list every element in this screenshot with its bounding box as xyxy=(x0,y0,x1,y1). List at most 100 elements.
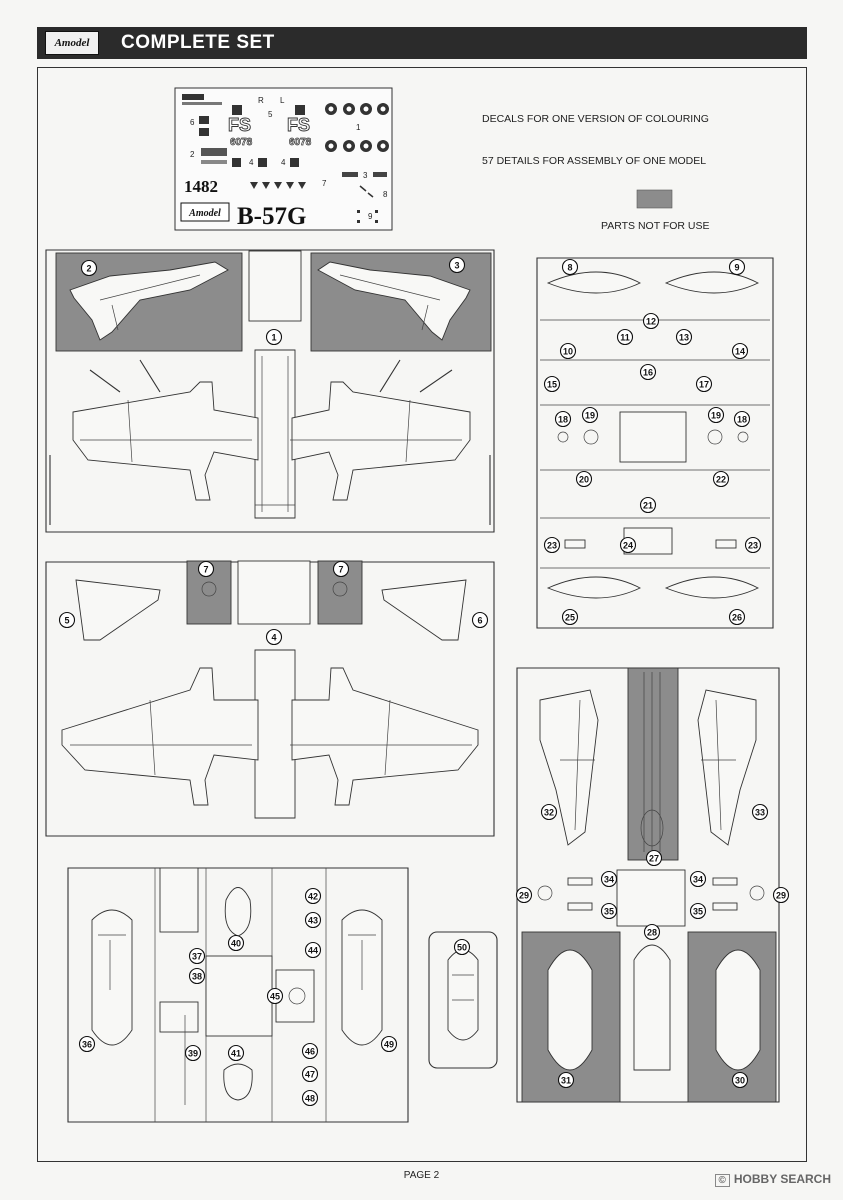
part-number-27: 27 xyxy=(645,849,663,867)
part-number-14: 14 xyxy=(731,342,749,360)
part-number-30: 30 xyxy=(731,1071,749,1089)
part-number-46: 46 xyxy=(301,1042,319,1060)
decal-serial-right-number: 6078 xyxy=(289,137,312,148)
svg-text:22: 22 xyxy=(716,475,726,485)
svg-text:48: 48 xyxy=(305,1094,315,1104)
svg-text:19: 19 xyxy=(711,411,721,421)
svg-text:20: 20 xyxy=(579,475,589,485)
part-number-29: 29 xyxy=(515,886,533,904)
page-number: PAGE 2 xyxy=(403,1170,440,1181)
decal-label-9: 9 xyxy=(368,212,373,221)
svg-text:33: 33 xyxy=(755,808,765,818)
svg-text:43: 43 xyxy=(308,916,318,926)
part-number-13: 13 xyxy=(675,328,693,346)
grey-part-27 xyxy=(627,667,679,861)
part-number-19-2: 19 xyxy=(707,406,725,424)
part-number-29-2: 29 xyxy=(772,886,790,904)
part-number-5: 5 xyxy=(58,611,76,629)
part-number-25: 25 xyxy=(561,608,579,626)
part-number-26: 26 xyxy=(728,608,746,626)
svg-text:14: 14 xyxy=(735,347,745,357)
svg-text:23: 23 xyxy=(748,541,758,551)
instruction-frame xyxy=(37,67,807,1162)
svg-text:7: 7 xyxy=(203,565,208,575)
svg-text:2: 2 xyxy=(86,264,91,274)
decal-serial-right: FS xyxy=(287,115,310,135)
watermark-text: HOBBY SEARCH xyxy=(733,1172,831,1186)
sprue-f xyxy=(428,931,498,1069)
part-number-48: 48 xyxy=(301,1089,319,1107)
part-number-9: 9 xyxy=(728,258,746,276)
page-header: Amodel COMPLETE SET xyxy=(37,27,807,59)
decal-label-3: 3 xyxy=(363,171,368,180)
decals-note: DECALS FOR ONE VERSION OF COLOURING xyxy=(482,113,709,125)
svg-text:10: 10 xyxy=(563,347,573,357)
part-number-39: 39 xyxy=(184,1044,202,1062)
decal-label-5: 5 xyxy=(268,110,273,119)
decal-maker-logo: Amodel xyxy=(188,208,221,219)
svg-text:34: 34 xyxy=(693,875,703,885)
svg-text:26: 26 xyxy=(732,613,742,623)
svg-text:18: 18 xyxy=(737,415,747,425)
svg-text:17: 17 xyxy=(699,380,709,390)
watermark-mark: © xyxy=(714,1174,730,1187)
part-number-33: 33 xyxy=(751,803,769,821)
part-number-6: 6 xyxy=(471,611,489,629)
part-number-7-2: 7 xyxy=(332,560,350,578)
part-number-24: 24 xyxy=(619,536,637,554)
parts-not-for-use-swatch xyxy=(636,189,673,209)
decal-serial-left: FS xyxy=(228,115,251,135)
part-number-21: 21 xyxy=(639,496,657,514)
svg-text:1: 1 xyxy=(271,333,276,343)
part-number-45: 45 xyxy=(266,987,284,1005)
svg-text:29: 29 xyxy=(776,891,786,901)
svg-text:32: 32 xyxy=(544,808,554,818)
part-number-35-2: 35 xyxy=(689,902,707,920)
svg-text:27: 27 xyxy=(649,854,659,864)
part-number-22: 22 xyxy=(712,470,730,488)
part-number-37: 37 xyxy=(188,947,206,965)
part-number-3: 3 xyxy=(448,256,466,274)
part-number-32: 32 xyxy=(540,803,558,821)
decal-label-7: 7 xyxy=(322,179,327,188)
part-number-18: 18 xyxy=(554,410,572,428)
part-number-23: 23 xyxy=(543,536,561,554)
part-number-16: 16 xyxy=(639,363,657,381)
svg-text:19: 19 xyxy=(585,411,595,421)
decal-label-r: R xyxy=(258,96,264,105)
svg-text:36: 36 xyxy=(82,1040,92,1050)
svg-text:29: 29 xyxy=(519,891,529,901)
part-number-17: 17 xyxy=(695,375,713,393)
decal-sheet: 6 2 R 5 L FS 6078 FS 6078 1 4 4 1482 7 3… xyxy=(174,87,393,231)
svg-text:28: 28 xyxy=(647,928,657,938)
part-number-18-2: 18 xyxy=(733,410,751,428)
svg-text:49: 49 xyxy=(384,1040,394,1050)
svg-text:41: 41 xyxy=(231,1049,241,1059)
part-number-44: 44 xyxy=(304,941,322,959)
svg-text:5: 5 xyxy=(64,616,69,626)
svg-text:12: 12 xyxy=(646,317,656,327)
svg-text:42: 42 xyxy=(308,892,318,902)
sprue-c xyxy=(67,867,409,1123)
svg-text:24: 24 xyxy=(623,541,633,551)
part-number-34: 34 xyxy=(600,870,618,888)
svg-text:47: 47 xyxy=(305,1070,315,1080)
svg-text:30: 30 xyxy=(735,1076,745,1086)
part-number-47: 47 xyxy=(301,1065,319,1083)
svg-text:39: 39 xyxy=(188,1049,198,1059)
sprue-e xyxy=(516,667,780,1103)
svg-text:35: 35 xyxy=(693,907,703,917)
decal-kit-number: 1482 xyxy=(184,177,218,196)
svg-text:50: 50 xyxy=(457,943,467,953)
svg-text:15: 15 xyxy=(547,380,557,390)
part-number-19: 19 xyxy=(581,406,599,424)
details-note: 57 DETAILS FOR ASSEMBLY OF ONE MODEL xyxy=(482,155,707,167)
svg-text:13: 13 xyxy=(679,333,689,343)
decal-model-name: B-57G xyxy=(237,203,306,230)
decal-label-2: 2 xyxy=(190,150,195,159)
part-number-38: 38 xyxy=(188,967,206,985)
svg-text:8: 8 xyxy=(567,263,572,273)
decal-label-l: L xyxy=(280,96,285,105)
part-number-23-2: 23 xyxy=(744,536,762,554)
